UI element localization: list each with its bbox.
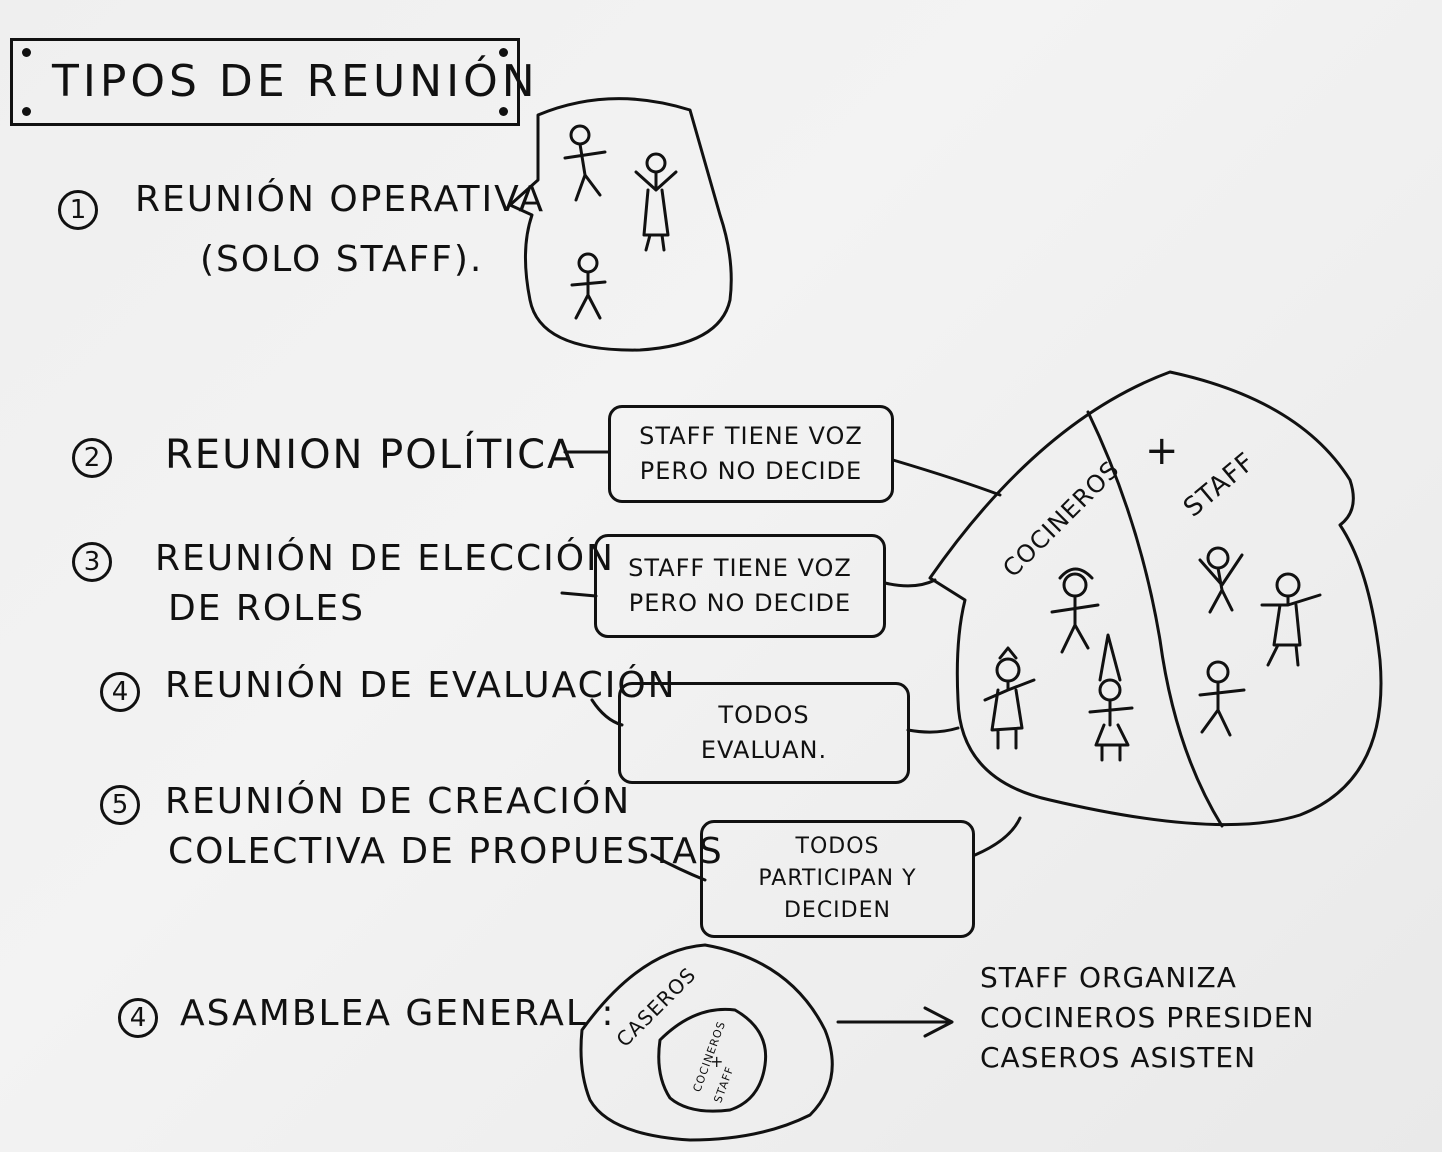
screw-icon [499,48,508,57]
connector-line [906,726,960,734]
stick-figure-icon [570,252,607,320]
item-3-note: STAFF TIENE VOZ PERO NO DECIDE [628,554,852,617]
assembly-result-line-3: CASEROS ASISTEN [980,1041,1257,1074]
item-2-note: STAFF TIENE VOZ PERO NO DECIDE [639,422,863,485]
screw-icon [22,107,31,116]
page-title: TIPOS DE REUNIÓN [52,56,539,107]
item-1-label-line-1: REUNIÓN OPERATIVA [135,179,546,220]
arrow-right-icon [836,1006,954,1038]
stick-figure-icon [1198,546,1244,614]
item-4-note-box: TODOS EVALUAN. [618,682,910,784]
assembly-inner-house-icon [657,1007,768,1113]
item-number-2: 2 [72,438,112,478]
item-3-note-box: STAFF TIENE VOZ PERO NO DECIDE [594,534,886,638]
item-number-assembly: 4 [118,998,158,1038]
stick-figure-icon [563,124,607,202]
item-5-label-line-1: REUNIÓN DE CREACIÓN [165,781,632,822]
house-label-plus: + [1145,428,1180,474]
stick-figure-icon [634,152,678,252]
item-1-label-line-2: (SOLO STAFF). [200,239,484,280]
big-house-icon [928,370,1383,827]
item-2-label: REUNION POLÍTICA [165,432,577,478]
item-number-4: 4 [100,672,140,712]
item-4-note: TODOS EVALUAN. [700,701,828,764]
connector-line [973,816,1022,857]
item-5-note-box: TODOS PARTICIPAN Y DECIDEN [700,820,975,938]
house-divider [1086,410,1224,828]
connector-line [560,591,598,598]
item-number-3: 3 [72,542,112,582]
screw-icon [22,48,31,57]
stick-figure-icon [1198,660,1246,737]
connector-line [883,578,937,588]
item-3-label-line-1: REUNIÓN DE ELECCIÓN [155,538,615,579]
stick-figure-icon [1050,567,1100,654]
connector-line [891,458,1002,497]
title-sign [10,38,520,126]
item-number-5: 5 [100,785,140,825]
assembly-inner-plus: + [710,1052,725,1071]
screw-icon [499,107,508,116]
stick-figure-icon [1088,633,1134,762]
assembly-result-line-1: STAFF ORGANIZA [980,961,1237,994]
stick-figure-icon [983,646,1036,750]
assembly-label: ASAMBLEA GENERAL : [180,993,616,1034]
item-2-note-box: STAFF TIENE VOZ PERO NO DECIDE [608,405,894,503]
item-4-label: REUNIÓN DE EVALUACIÓN [165,665,677,706]
item-number-1: 1 [58,190,98,230]
stick-figure-icon [1260,572,1322,667]
item-5-label-line-2: COLECTIVA DE PROPUESTAS [168,831,724,872]
house-icon [508,97,733,352]
item-3-label-line-2: DE ROLES [168,588,365,629]
item-5-note: TODOS PARTICIPAN Y DECIDEN [758,834,917,923]
assembly-result-line-2: COCINEROS PRESIDEN [980,1001,1315,1034]
assembly-house-icon [579,943,834,1142]
